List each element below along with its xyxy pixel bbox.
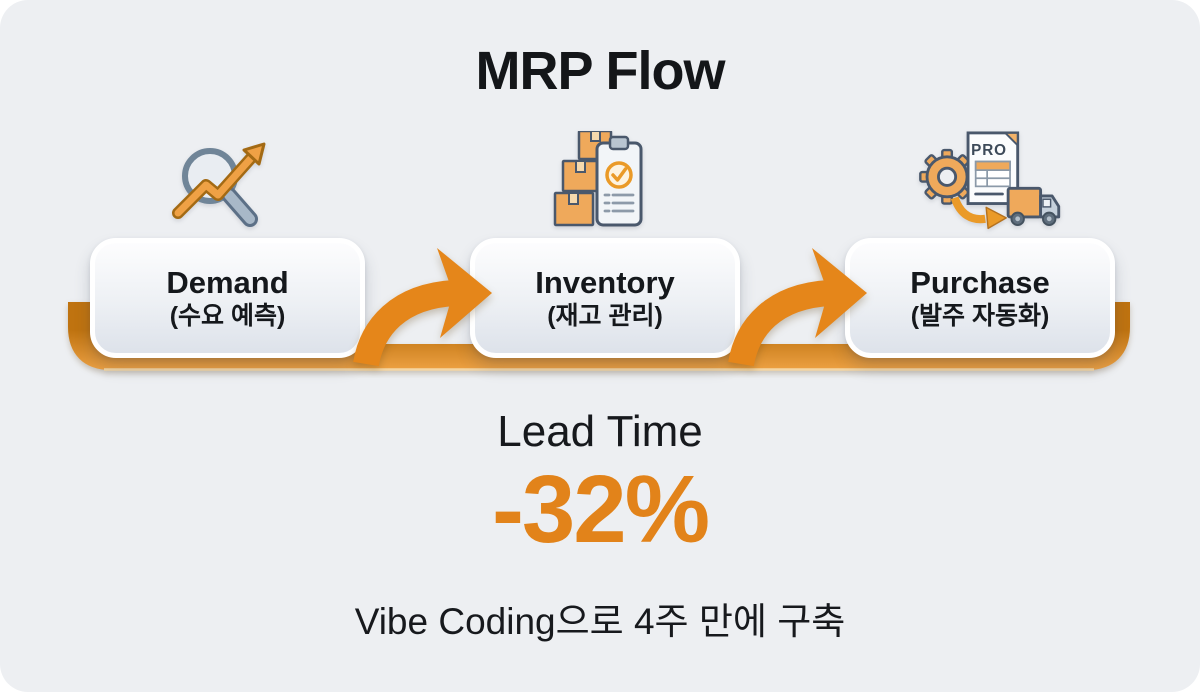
step-box-demand: Demand (수요 예측)	[90, 238, 365, 358]
step-sublabel: (재고 관리)	[547, 301, 663, 330]
step-label: Inventory	[535, 264, 675, 300]
page-title: MRP Flow	[475, 41, 725, 101]
pro-document-label: PRO	[971, 142, 1007, 159]
step-label: Purchase	[910, 264, 1050, 300]
footnote: Vibe Coding으로 4주 만에 구축	[354, 601, 846, 642]
metric-label: Lead Time	[497, 407, 703, 456]
step-label: Demand	[166, 264, 289, 300]
purchase-automation-icon: PRO	[912, 131, 1068, 231]
step-sublabel: (발주 자동화)	[910, 301, 1050, 330]
demand-forecast-icon	[165, 131, 285, 231]
step-sublabel: (수요 예측)	[169, 301, 286, 330]
inventory-stock-icon	[550, 131, 660, 231]
step-box-purchase: Purchase (발주 자동화)	[845, 238, 1115, 358]
metric-value: -32%	[491, 456, 710, 563]
step-box-inventory: Inventory (재고 관리)	[470, 238, 740, 358]
